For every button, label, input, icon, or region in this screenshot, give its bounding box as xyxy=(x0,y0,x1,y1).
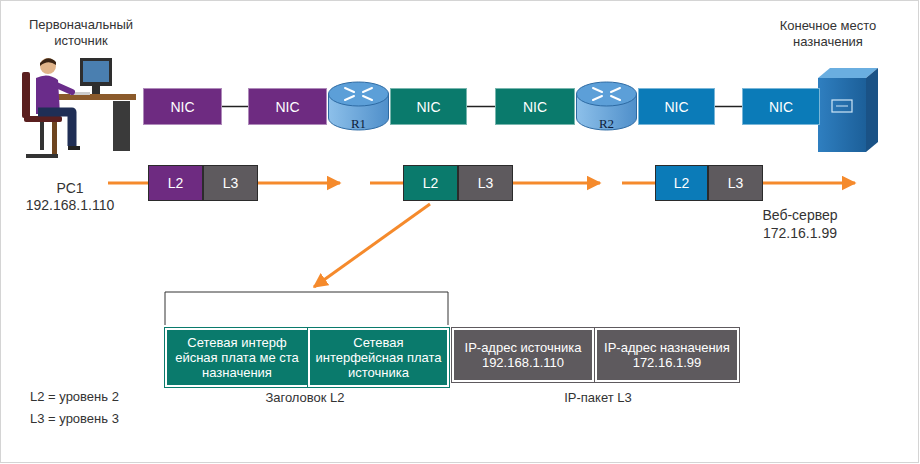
packet-l3: L3 xyxy=(203,165,258,201)
node-text: L3 xyxy=(478,175,494,191)
frame-l2: L2 xyxy=(403,165,458,201)
node-text: R2 xyxy=(599,117,614,131)
pc-tower xyxy=(113,101,130,151)
nic-box: NIC xyxy=(390,88,467,125)
label-text: L2 = уровень 2 xyxy=(30,389,119,404)
label-text: Первоначальный источник xyxy=(29,17,133,48)
host-name: Веб-сервер xyxy=(744,207,856,223)
ip-address: 192.168.1.110 xyxy=(18,197,122,213)
monitor-stand xyxy=(92,86,100,94)
server-side xyxy=(866,68,878,152)
label-text: 192.168.1.110 xyxy=(26,197,115,213)
label-text: IP-пакет L3 xyxy=(564,390,632,405)
server-icon xyxy=(818,68,878,152)
label-text: Конечное место назначения xyxy=(780,18,877,49)
node-text: IP-адрес источника 192.168.1.110 xyxy=(458,340,588,370)
header-field: Сетевая интерфейсная плата источника xyxy=(308,328,449,387)
label-text: Заголовок L2 xyxy=(265,390,344,405)
packet-l3: L3 xyxy=(708,165,763,201)
label-text: Веб-сервер xyxy=(762,207,837,223)
monitor xyxy=(80,58,112,86)
router-icon: R1 xyxy=(327,78,390,134)
server-slot xyxy=(832,100,852,112)
packet-field: IP-адрес назначения 172.16.1.99 xyxy=(595,328,739,382)
person-hair xyxy=(40,58,56,66)
host-name: PC1 xyxy=(18,180,122,196)
server-slot-line xyxy=(836,106,848,107)
node-text: NIC xyxy=(664,99,688,115)
node-text: L3 xyxy=(728,175,744,191)
header-field: Сетевая интерф ейсная плата ме ста назна… xyxy=(165,328,309,387)
node-text: L2 xyxy=(674,175,690,191)
nic-box: NIC xyxy=(143,88,222,125)
zoom-arrow xyxy=(314,204,430,287)
nic-box: NIC xyxy=(248,88,327,125)
node-text: NIC xyxy=(523,99,547,115)
nic-box: NIC xyxy=(638,88,715,125)
router-icon: R2 xyxy=(575,78,638,134)
person-head xyxy=(40,58,56,74)
desk-top xyxy=(48,94,136,100)
router-arrow xyxy=(593,88,602,92)
router-arrow xyxy=(363,88,372,92)
router-arrow xyxy=(611,96,620,100)
router-top xyxy=(329,82,389,106)
node-text: Сетевая интерфейсная плата источника xyxy=(314,335,443,380)
node-text: NIC xyxy=(416,99,440,115)
person-shoe xyxy=(68,146,80,150)
nic-box: NIC xyxy=(742,88,820,125)
person-at-pc xyxy=(22,58,136,156)
group-caption: IP-пакет L3 xyxy=(518,390,678,406)
monitor-screen xyxy=(83,61,109,82)
chair-post xyxy=(40,122,44,150)
router-arrow xyxy=(593,96,602,100)
node-text: NIC xyxy=(170,99,194,115)
packet-l3: L3 xyxy=(458,165,513,201)
router-arrow xyxy=(345,96,354,100)
header-bracket xyxy=(165,292,448,325)
source-caption: Первоначальный источник xyxy=(20,17,142,49)
node-text: IP-адрес назначения 172.16.1.99 xyxy=(601,340,733,370)
server-front xyxy=(818,78,866,152)
node-text: NIC xyxy=(275,99,299,115)
label-text: L3 = уровень 3 xyxy=(30,411,119,426)
frame-l2: L2 xyxy=(655,165,708,201)
label-text: PC1 xyxy=(56,180,83,196)
frame-l2: L2 xyxy=(148,165,203,201)
router-arrow xyxy=(363,96,372,100)
network-link xyxy=(467,106,495,108)
router-arrow xyxy=(611,88,620,92)
node-text: Сетевая интерф ейсная плата ме ста назна… xyxy=(171,335,303,380)
router-top xyxy=(577,82,637,106)
network-link xyxy=(222,106,248,108)
network-link xyxy=(715,106,742,108)
chair-seat xyxy=(24,116,62,122)
nic-box: NIC xyxy=(495,88,575,125)
note: L2 = уровень 2 xyxy=(30,389,180,405)
node-text: L3 xyxy=(223,175,239,191)
ip-address: 172.16.1.99 xyxy=(744,225,856,241)
destination-caption: Конечное место назначения xyxy=(766,18,890,50)
note: L3 = уровень 3 xyxy=(30,411,180,427)
node-text: R1 xyxy=(351,117,366,131)
group-caption: Заголовок L2 xyxy=(225,390,385,406)
node-text: NIC xyxy=(769,99,793,115)
person-legs xyxy=(38,112,72,146)
router-arrow xyxy=(345,88,354,92)
person-arm xyxy=(54,84,72,92)
label-text: 172.16.1.99 xyxy=(763,225,837,241)
chair-back xyxy=(22,72,30,118)
node-text: L2 xyxy=(168,175,184,191)
chair-base xyxy=(26,154,58,158)
node-text: L2 xyxy=(423,175,439,191)
packet-field: IP-адрес источника 192.168.1.110 xyxy=(452,328,594,382)
